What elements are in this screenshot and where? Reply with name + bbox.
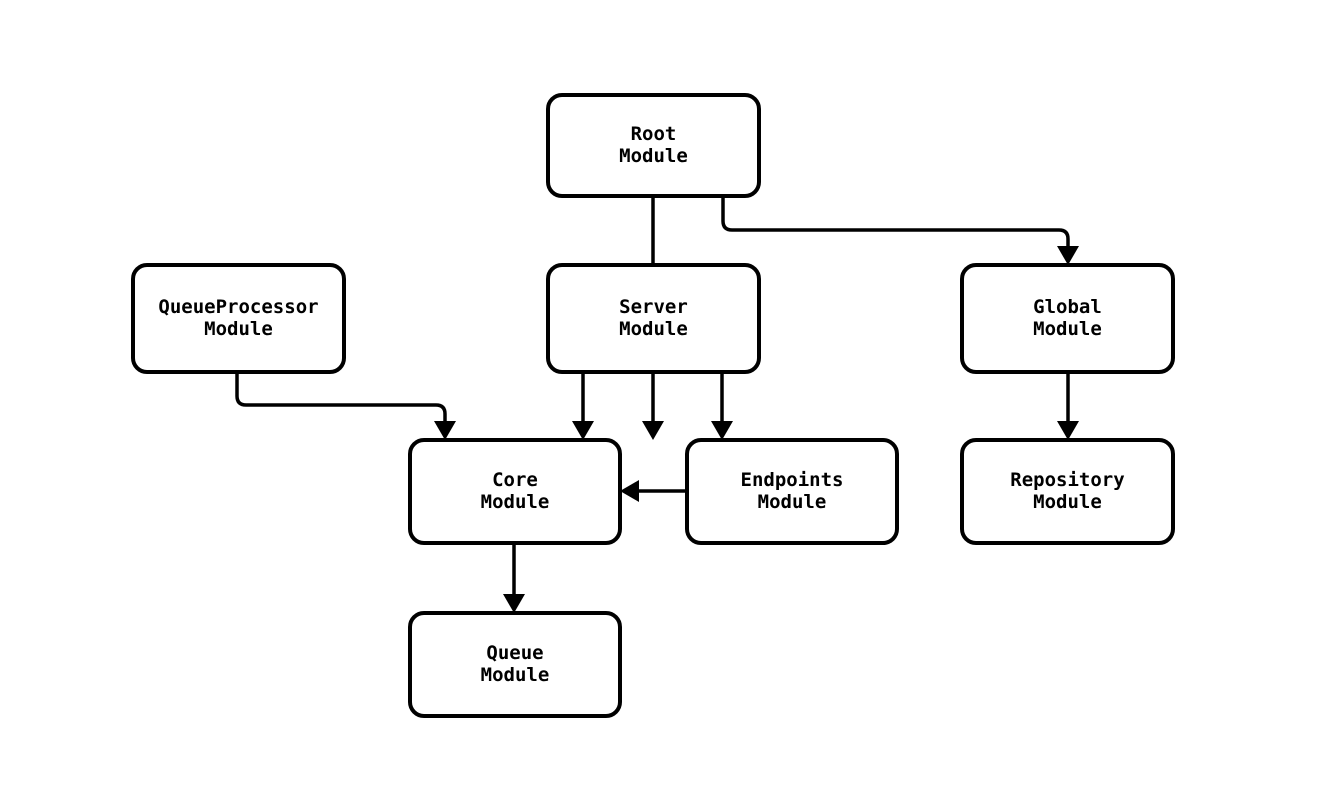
node-label-line2: Module: [1033, 491, 1102, 513]
node-label-line2: Module: [619, 145, 688, 167]
arrowhead-icon: [1057, 421, 1079, 440]
node-box[interactable]: [546, 93, 761, 198]
edge-line: [721, 196, 1070, 257]
arrowhead-icon: [1057, 246, 1079, 265]
node-label-line1: Queue: [486, 642, 543, 664]
node-box[interactable]: [685, 438, 899, 545]
edge-line: [235, 372, 447, 432]
node-label-line2: Module: [1033, 318, 1102, 340]
node-label-line1: QueueProcessor: [158, 296, 318, 318]
node-label-line2: Module: [619, 318, 688, 340]
arrowhead-icon: [711, 421, 733, 440]
edges-layer: [235, 196, 1079, 613]
nodes-layer: RootModuleQueueProcessorModuleServerModu…: [131, 93, 1175, 718]
node-label-line2: Module: [758, 491, 827, 513]
node-label-line2: Module: [481, 664, 550, 686]
arrowhead-icon: [503, 594, 525, 613]
edge-global-to-repository: [1057, 372, 1079, 440]
edge-server-to-core: [572, 372, 594, 440]
node-box[interactable]: [408, 611, 622, 718]
arrowhead-icon: [620, 480, 639, 502]
node-box[interactable]: [960, 438, 1175, 545]
node-label-line1: Core: [492, 469, 538, 491]
node-label-line1: Repository: [1010, 469, 1124, 491]
edge-endpoints-to-core: [620, 480, 687, 502]
arrowhead-icon: [572, 421, 594, 440]
node-box[interactable]: [960, 263, 1175, 374]
node-label-line1: Global: [1033, 296, 1102, 318]
edge-queueprocessor-to-core: [235, 372, 456, 440]
node-label-line1: Root: [631, 123, 677, 145]
node-box[interactable]: [131, 263, 346, 374]
node-label-line1: Server: [619, 296, 688, 318]
node-box[interactable]: [546, 263, 761, 374]
arrowhead-icon: [434, 421, 456, 440]
arrowhead-icon: [642, 421, 664, 440]
node-label-line2: Module: [204, 318, 273, 340]
edge-root-to-global: [721, 196, 1079, 265]
node-label-line1: Endpoints: [741, 469, 844, 491]
node-box[interactable]: [408, 438, 622, 545]
edge-server-to-endpoints: [711, 372, 733, 440]
edge-core-to-queue: [503, 543, 525, 613]
node-label-line2: Module: [481, 491, 550, 513]
